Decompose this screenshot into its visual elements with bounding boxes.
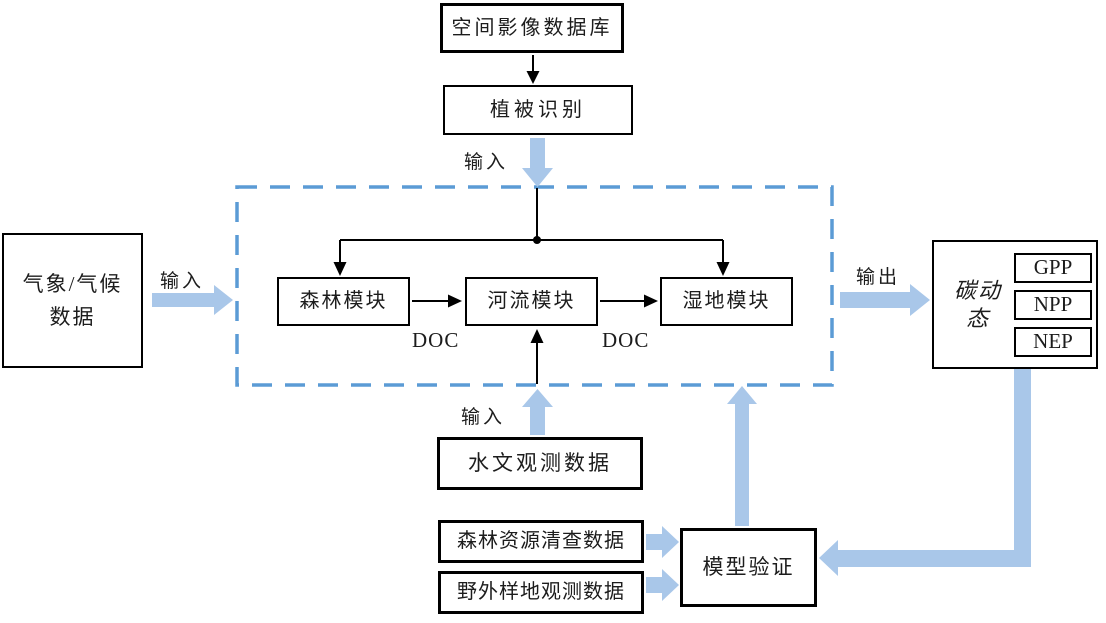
label-input-bottom: 输入 bbox=[461, 407, 506, 428]
arrow-database-to-vegetation bbox=[526, 55, 540, 84]
node-field-plot-data: 野外样地观测数据 bbox=[438, 571, 644, 614]
node-label: NPP bbox=[1033, 292, 1073, 317]
node-hydrology-observation-data: 水文观测数据 bbox=[437, 437, 643, 490]
node-label: 植被识别 bbox=[490, 98, 586, 121]
node-spatial-image-database: 空间影像数据库 bbox=[440, 3, 624, 53]
node-label-line1: 气象/气候 bbox=[22, 271, 123, 296]
model-boundary-dashed-box bbox=[235, 185, 834, 387]
node-forest-module: 森林模块 bbox=[277, 277, 410, 326]
carbon-output-list: GPP NPP NEP bbox=[1014, 252, 1092, 357]
node-label-line2: 数据 bbox=[49, 304, 96, 329]
node-model-validation: 模型验证 bbox=[680, 528, 817, 607]
node-npp: NPP bbox=[1014, 289, 1092, 320]
label-doc-right: DOC bbox=[602, 328, 650, 352]
label-output: 输出 bbox=[856, 267, 901, 288]
node-carbon-dynamics: 碳动态 GPP NPP NEP bbox=[932, 240, 1098, 369]
node-nep: NEP bbox=[1014, 326, 1092, 357]
node-label: GPP bbox=[1033, 255, 1073, 280]
arrow-vegetation-input-to-model bbox=[522, 138, 553, 187]
arrow-split-to-wetland-module bbox=[716, 240, 730, 276]
node-label: 森林模块 bbox=[299, 290, 388, 312]
node-label: 模型验证 bbox=[702, 555, 795, 580]
node-forest-inventory-data: 森林资源清查数据 bbox=[438, 520, 644, 563]
label-input-top: 输入 bbox=[464, 152, 509, 173]
arrow-model-output-to-carbon bbox=[840, 284, 930, 316]
label-input-left: 输入 bbox=[160, 271, 205, 292]
arrow-hydrology-input-to-model bbox=[522, 389, 553, 435]
arrow-inventory-to-validation bbox=[646, 526, 679, 558]
arrow-split-to-forest-module bbox=[333, 240, 347, 276]
split-line-top-inside-model bbox=[340, 188, 723, 244]
arrow-validation-feedback-to-model bbox=[727, 386, 757, 526]
node-label: 森林资源清查数据 bbox=[457, 530, 625, 552]
node-wetland-module: 湿地模块 bbox=[660, 277, 793, 326]
arrow-boundary-to-river-module bbox=[530, 329, 544, 384]
node-label: 空间影像数据库 bbox=[451, 16, 613, 39]
arrow-carbon-to-validation bbox=[819, 369, 1031, 576]
arrow-forest-to-river-doc bbox=[412, 294, 462, 308]
arrow-fieldplot-to-validation bbox=[646, 569, 679, 601]
node-label: 河流模块 bbox=[487, 290, 576, 312]
node-climate-data: 气象/气候 数据 bbox=[2, 233, 143, 368]
node-label: 水文观测数据 bbox=[468, 451, 612, 476]
carbon-dynamics-label: 碳动态 bbox=[953, 278, 1002, 331]
arrow-river-to-wetland-doc bbox=[600, 294, 658, 308]
node-label: NEP bbox=[1033, 329, 1073, 354]
node-gpp: GPP bbox=[1014, 252, 1092, 283]
node-label: 湿地模块 bbox=[682, 290, 771, 312]
arrow-climate-input-to-model bbox=[152, 285, 233, 315]
node-label: 野外样地观测数据 bbox=[457, 581, 625, 603]
node-river-module: 河流模块 bbox=[465, 277, 598, 326]
label-doc-left: DOC bbox=[412, 328, 460, 352]
node-vegetation-recognition: 植被识别 bbox=[443, 85, 633, 135]
